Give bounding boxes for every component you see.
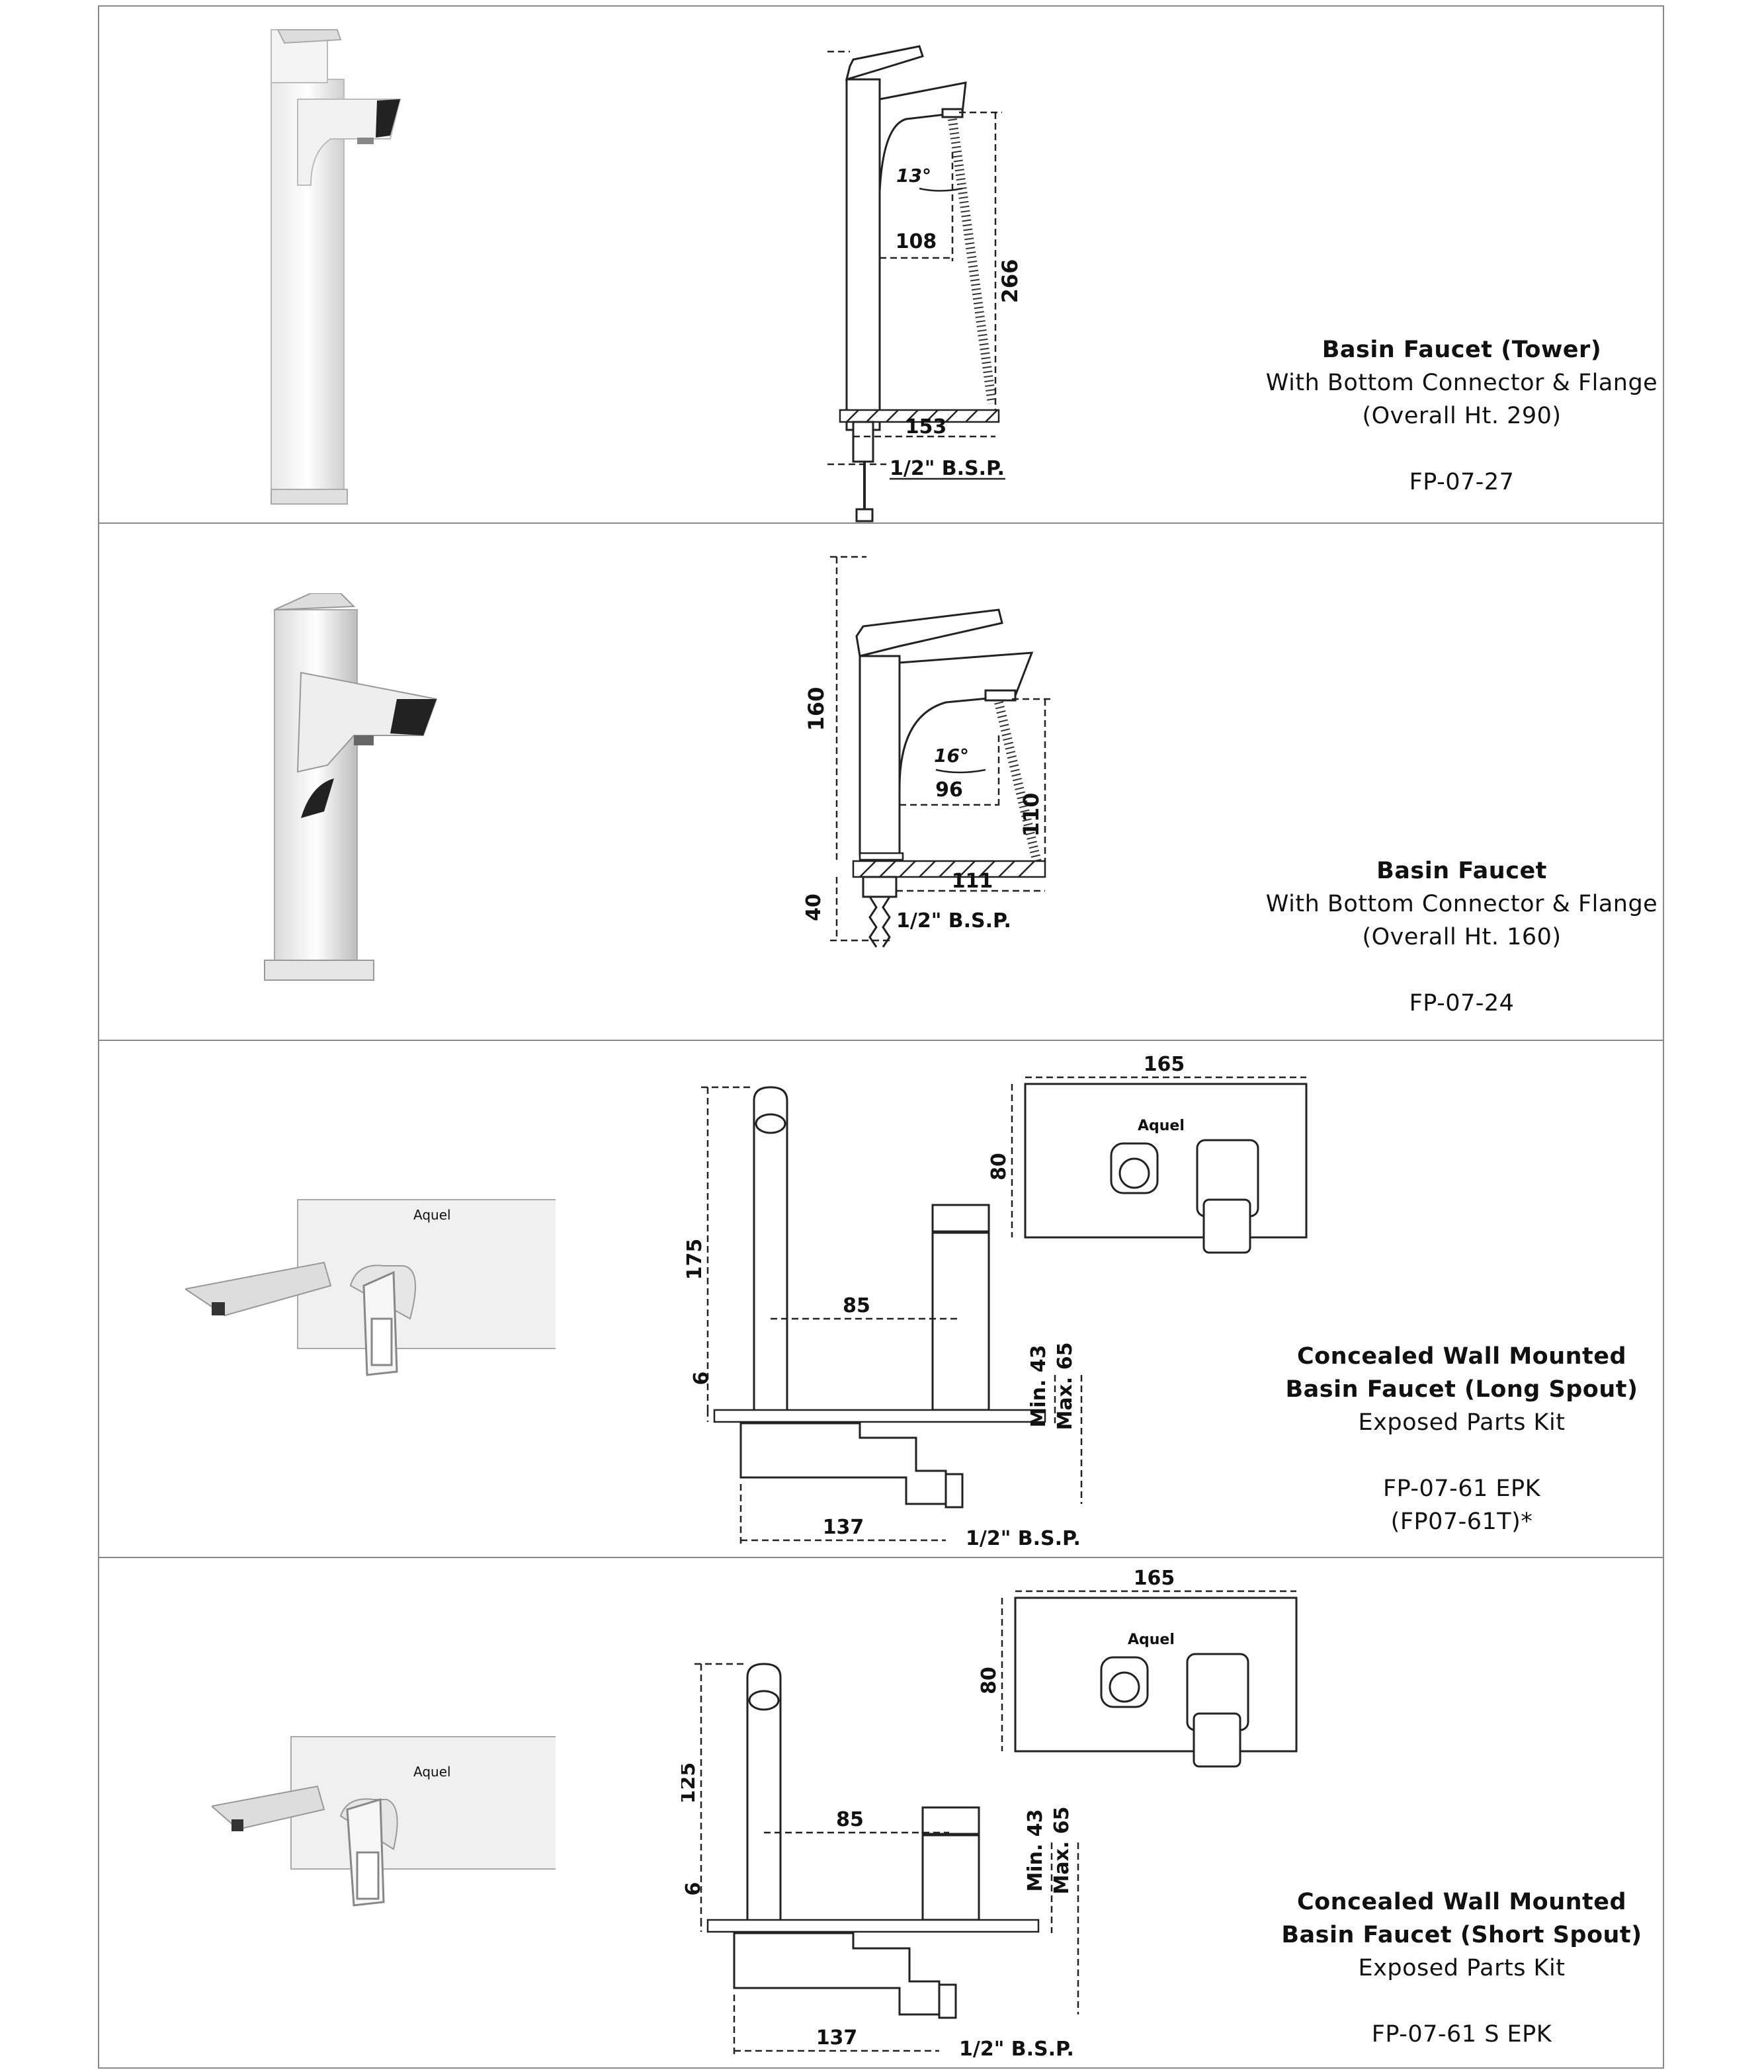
product-name-line: Basin Faucet (Long Spout)	[1285, 1376, 1638, 1403]
dim-min: Min. 43	[1027, 1345, 1050, 1427]
technical-drawing-basin: 160 110 96 16° 111 40 1/2" B.S.P.	[802, 556, 1052, 948]
product-name-line: Basin Faucet (Short Spout)	[1281, 1922, 1642, 1948]
dim-plate-height: 80	[987, 1153, 1011, 1181]
product-subtitle-line: Exposed Parts Kit	[1358, 1955, 1566, 1981]
product-subtitle-line: Exposed Parts Kit	[1358, 1409, 1566, 1436]
dim-spout-height: 125	[681, 1762, 700, 1804]
product-subtitle-line: With Bottom Connector & Flange	[1265, 370, 1658, 396]
dim-plate-width: 165	[1144, 1053, 1185, 1076]
product-photo-tower	[271, 29, 401, 505]
technical-drawing-concealed-long: Aquel 165 80 175 85 6 Min. 43	[683, 1053, 1308, 1550]
dim-length: 111	[952, 870, 993, 893]
product-photo-basin	[264, 593, 438, 981]
product-row-1: 290 266 108 13° 153 37 1/2" B.S.P. Basin…	[99, 7, 1663, 524]
dim-thread: 1/2" B.S.P.	[890, 457, 1005, 480]
brand-logo: Aquel	[1128, 1632, 1175, 1648]
dim-min: Min. 43	[1024, 1809, 1047, 1891]
product-name: Basin Faucet (Tower)	[1322, 337, 1602, 363]
dim-spout-height: 266	[997, 259, 1023, 304]
product-subtitle-line: (Overall Ht. 160)	[1362, 924, 1562, 950]
dim-offset: 85	[836, 1808, 864, 1831]
product-code-line: (FP07-61T)*	[1390, 1509, 1533, 1535]
brand-logo: Aquel	[1138, 1118, 1185, 1134]
dim-max: Max. 65	[1050, 1806, 1073, 1894]
dim-thread: 1/2" B.S.P.	[896, 909, 1011, 932]
product-name-line: Concealed Wall Mounted	[1296, 1889, 1627, 1915]
product-name: Basin Faucet	[1376, 858, 1547, 884]
dim-base: 6	[690, 1372, 713, 1386]
dim-reach: 108	[896, 230, 937, 253]
dim-plate-height: 80	[978, 1667, 1001, 1694]
product-code-line: FP-07-61 EPK	[1382, 1475, 1541, 1502]
product-code: FP-07-27	[1409, 469, 1515, 495]
product-description-2: Basin Faucet With Bottom Connector & Fla…	[1263, 854, 1660, 1020]
dim-reach: 96	[935, 778, 963, 802]
dim-length: 153	[905, 415, 947, 438]
technical-drawing-concealed-short: Aquel 165 80 125 85 6 Min. 43	[681, 1567, 1298, 2061]
product-description-4: Concealed Wall Mounted Basin Faucet (Sho…	[1263, 1886, 1660, 2051]
dim-plate-width: 165	[1134, 1567, 1175, 1590]
dim-depth: 137	[823, 1516, 864, 1539]
dim-spout-height: 110	[1019, 793, 1044, 837]
dim-height: 160	[804, 687, 829, 731]
dim-depth: 137	[816, 2026, 858, 2050]
product-code-line: FP-07-61 S EPK	[1371, 2021, 1552, 2048]
product-subtitle-line: (Overall Ht. 290)	[1362, 403, 1562, 429]
dim-thread: 1/2" B.S.P.	[959, 2038, 1074, 2061]
product-subtitle-line: With Bottom Connector & Flange	[1265, 891, 1658, 917]
dim-angle: 16°	[934, 745, 969, 767]
product-description-3: Concealed Wall Mounted Basin Faucet (Lon…	[1263, 1340, 1660, 1538]
dim-offset: 85	[843, 1294, 870, 1317]
dim-thread: 1/2" B.S.P.	[966, 1527, 1081, 1550]
dim-spout-height: 175	[683, 1239, 706, 1280]
dim-angle: 13°	[896, 165, 931, 186]
product-name-line: Concealed Wall Mounted	[1296, 1343, 1627, 1370]
product-row-4: Aquel Aquel 165 80	[99, 1558, 1663, 2069]
dim-base: 6	[682, 1882, 705, 1896]
dim-below: 40	[802, 893, 825, 921]
dim-max: Max. 65	[1054, 1342, 1077, 1430]
catalog-frame: 290 266 108 13° 153 37 1/2" B.S.P. Basin…	[98, 5, 1664, 2069]
product-row-3: Aquel Aquel 165 80	[99, 1041, 1663, 1558]
product-description-1: Basin Faucet (Tower) With Bottom Connect…	[1263, 333, 1660, 499]
brand-logo: Aquel	[413, 1764, 451, 1780]
product-photo-concealed-short: Aquel	[212, 1736, 556, 1907]
technical-drawing-tower: 290 266 108 13° 153 37 1/2" B.S.P.	[827, 45, 1023, 522]
brand-logo: Aquel	[413, 1207, 451, 1223]
product-photo-concealed-long: Aquel	[185, 1199, 556, 1376]
product-code: FP-07-24	[1409, 990, 1515, 1016]
product-row-2: 160 110 96 16° 111 40 1/2" B.S.P. Basin …	[99, 524, 1663, 1041]
